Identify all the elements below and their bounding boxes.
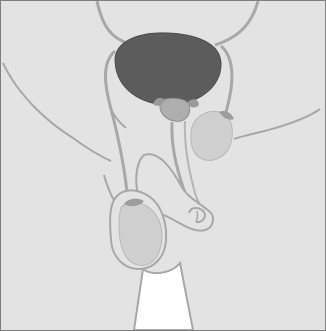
right-testis xyxy=(191,111,232,160)
